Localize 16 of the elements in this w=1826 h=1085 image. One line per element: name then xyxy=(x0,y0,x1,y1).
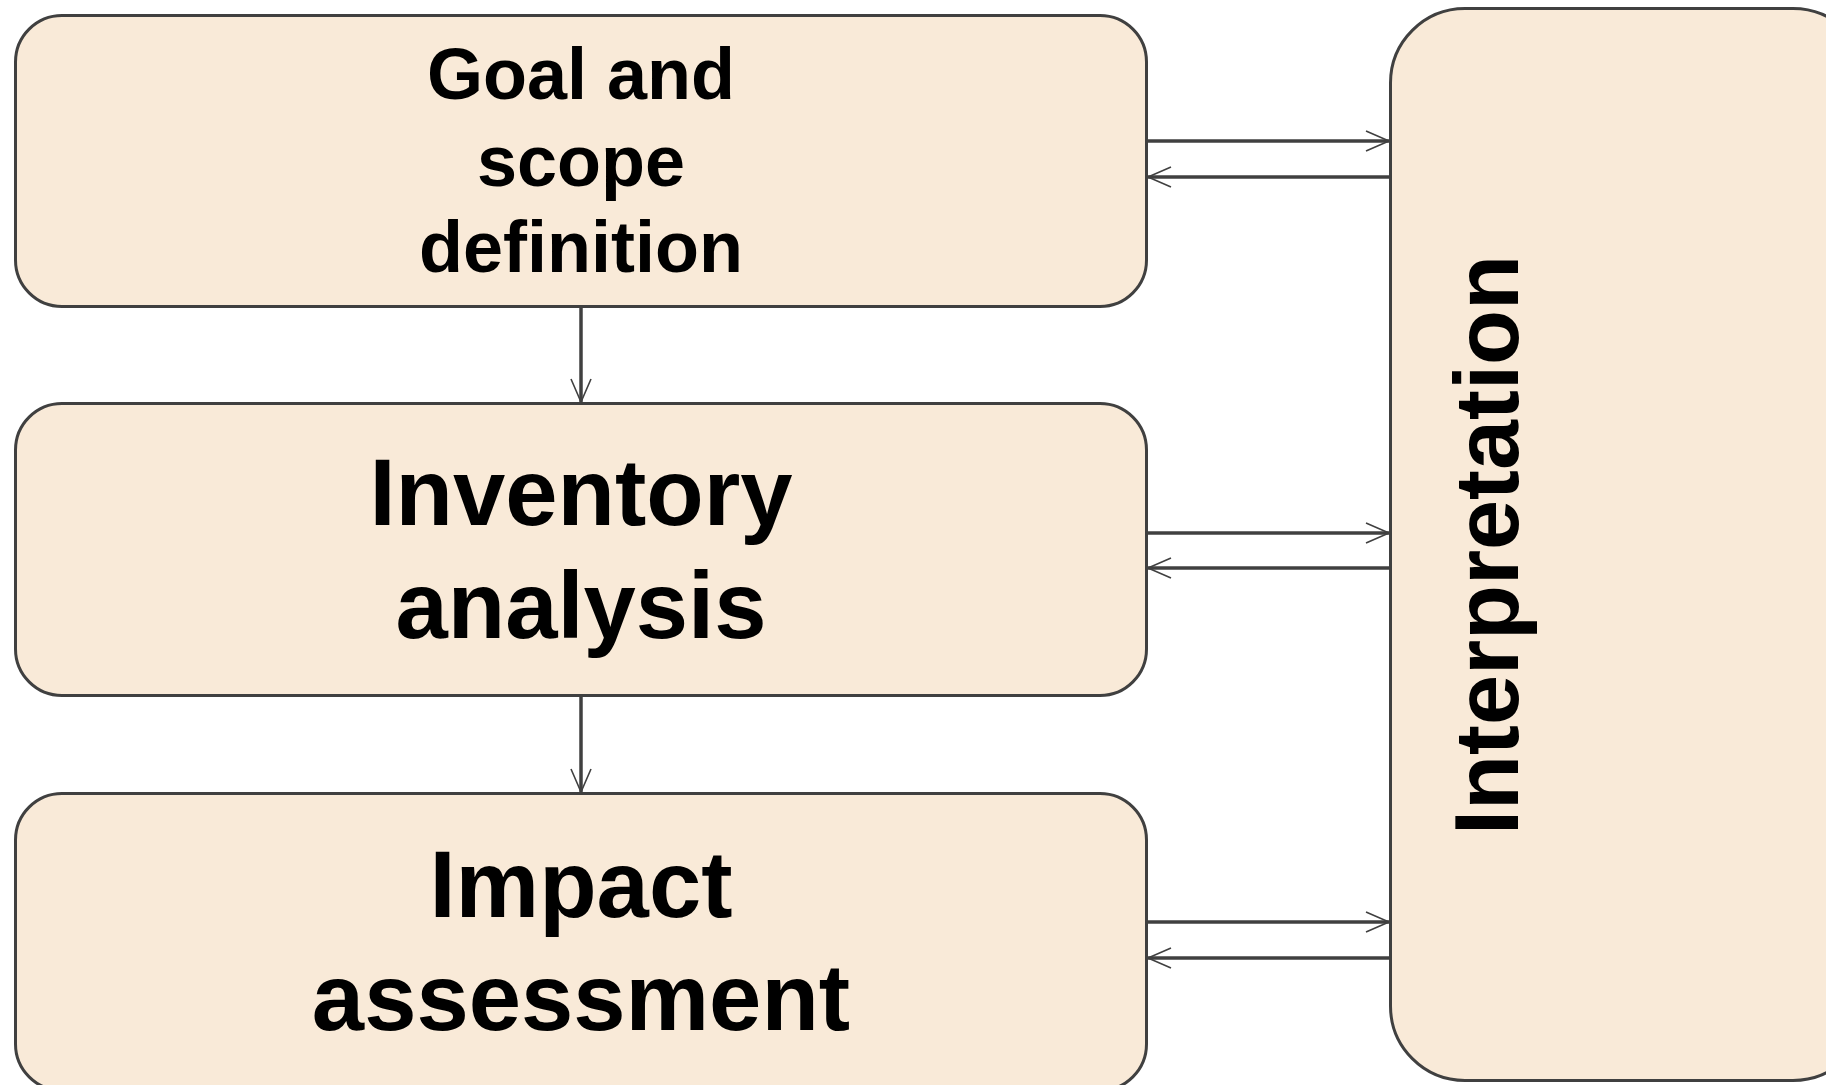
process-box xyxy=(1389,7,1826,1082)
box-label: Impact assessment xyxy=(310,831,852,1052)
arrow xyxy=(1147,947,1389,969)
process-box xyxy=(14,402,1148,697)
box-label: Interpretation xyxy=(1436,254,1538,835)
arrow xyxy=(1148,130,1390,152)
arrow xyxy=(1148,911,1390,933)
arrow xyxy=(1147,166,1389,188)
box-label: Inventory analysis xyxy=(368,438,794,660)
arrow xyxy=(1147,557,1389,579)
arrow xyxy=(570,697,592,793)
process-box xyxy=(14,792,1148,1085)
arrow xyxy=(570,308,592,403)
process-box xyxy=(14,14,1148,308)
box-label: Goal and scope definition xyxy=(418,33,744,290)
arrow xyxy=(1148,522,1390,544)
